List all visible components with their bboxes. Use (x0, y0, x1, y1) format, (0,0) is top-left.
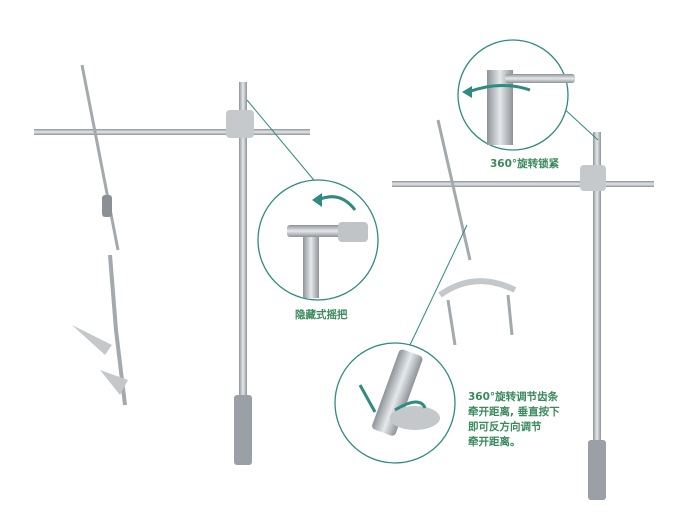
rack-callout (334, 224, 468, 464)
rack-caption: 360°旋转调节齿条 牵开距离, 垂直按下 即可反方向调节 牵开距离。 (468, 390, 560, 450)
hidden-handle-callout (246, 99, 379, 301)
rack-caption-line: 牵开距离, 垂直按下 (468, 406, 560, 418)
rotate-lock-callout (457, 39, 599, 151)
left-retractor (34, 64, 310, 465)
right-retractor (392, 119, 654, 500)
rotate-lock-caption: 360°旋转锁紧 (490, 158, 560, 170)
rack-caption-line: 牵开距离。 (468, 436, 521, 448)
hidden-handle-caption: 隐藏式摇把 (295, 309, 348, 321)
rack-caption-line: 即可反方向调节 (468, 421, 542, 433)
rack-caption-line: 360°旋转调节齿条 (468, 391, 559, 403)
